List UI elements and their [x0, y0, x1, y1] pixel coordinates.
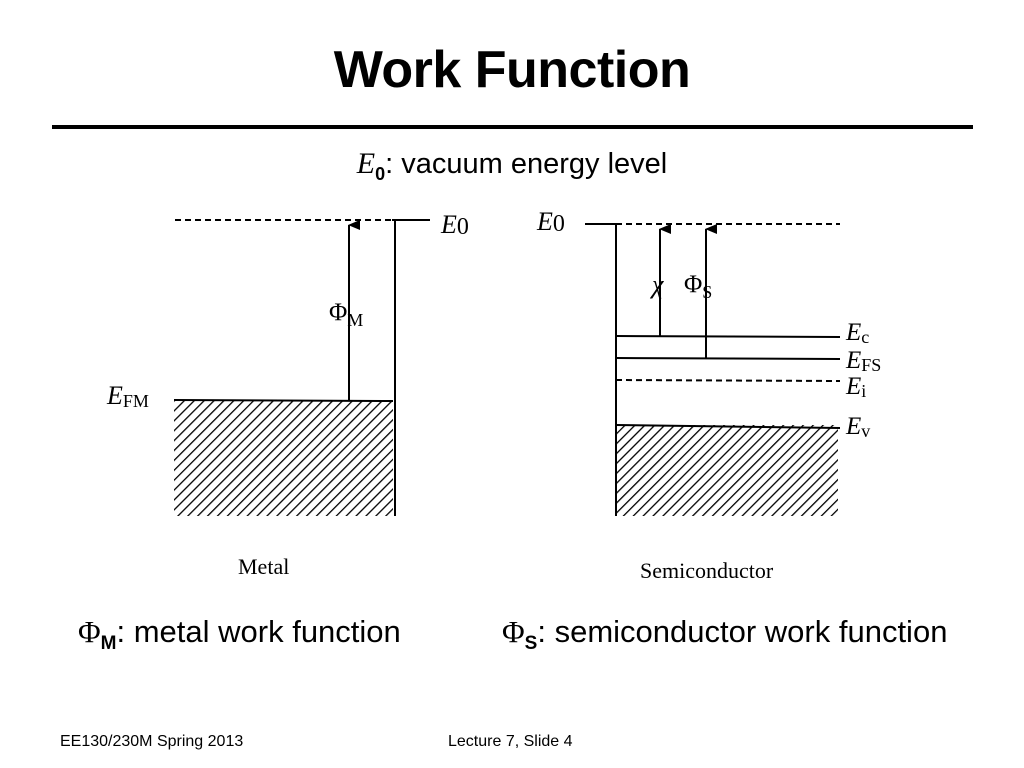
ec-label: Ec — [845, 319, 869, 347]
ev-label: Ev — [845, 413, 870, 441]
semiconductor-band-diagram: E0 χ ΦS Ec EFS Ei Ev Semiconductor — [536, 207, 881, 583]
footer-slide-number: Lecture 7, Slide 4 — [448, 733, 573, 750]
semiconductor-caption: Semiconductor — [640, 558, 774, 583]
title-divider — [52, 125, 973, 129]
metal-work-function-text: : metal work function — [116, 614, 401, 649]
metal-caption: Metal — [238, 554, 289, 579]
metal-e0-label: E0 — [440, 210, 469, 240]
semiconductor-work-function-caption: ΦS: semiconductor work function — [502, 614, 947, 655]
metal-efm-label: EFM — [106, 381, 149, 411]
phi-s-symbol: Φ — [502, 614, 525, 649]
valence-band-edge — [615, 424, 841, 429]
e0-definition-text: : vacuum energy level — [385, 148, 668, 180]
phi-s-label: ΦS — [684, 271, 712, 302]
semiconductor-work-function-text: : semiconductor work function — [537, 614, 948, 649]
conduction-band-edge — [615, 335, 841, 338]
footer-course: EE130/230M Spring 2013 — [60, 733, 244, 750]
e0-symbol: E — [356, 147, 376, 180]
valence-band-filled-states — [616, 425, 838, 516]
metal-fermi-level-line — [173, 399, 394, 402]
sc-e0-label: E0 — [536, 207, 565, 237]
metal-phi-m-label: ΦM — [329, 299, 363, 330]
sc-fermi-level-line — [615, 357, 841, 360]
e0-subscript: 0 — [375, 163, 386, 184]
phi-m-symbol: Φ — [78, 614, 101, 649]
metal-work-function-caption: ΦM: metal work function — [78, 614, 401, 655]
intrinsic-level-line — [615, 379, 841, 382]
vacuum-level-definition: E0: vacuum energy level — [0, 147, 1024, 185]
metal-band-diagram: E0 ΦM EFM Metal — [106, 210, 469, 579]
efs-label: EFS — [845, 347, 881, 375]
metal-filled-states — [174, 400, 393, 516]
phi-s-subscript: S — [524, 633, 538, 655]
chi-label: χ — [649, 270, 664, 299]
phi-m-subscript: M — [100, 633, 117, 655]
ei-label: Ei — [845, 373, 866, 401]
slide-title: Work Function — [333, 41, 691, 99]
